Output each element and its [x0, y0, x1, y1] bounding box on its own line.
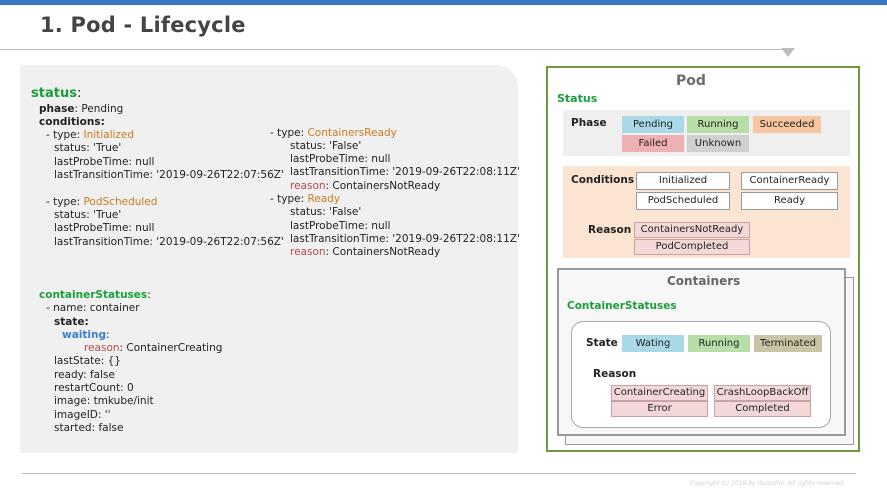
title-notch	[781, 48, 795, 57]
creason-crashloopbackoff: CrashLoopBackOff	[714, 385, 811, 401]
condition-initialized: Initialized	[636, 172, 730, 190]
condition-ready: Ready	[741, 192, 838, 210]
state-label: State	[586, 337, 618, 349]
yaml-cs-waiting: waiting:	[62, 329, 110, 341]
yaml-cs-laststate: lastState: {}	[54, 355, 121, 367]
yaml-status-key: status:	[31, 86, 82, 101]
yaml-cs-state: state:	[54, 316, 89, 328]
condition-podscheduled: PodScheduled	[636, 192, 730, 210]
yaml-cond3-reason: reason: ContainersNotReady	[290, 180, 441, 192]
yaml-cond4-transition: lastTransitionTime: '2019-09-26T22:08:11…	[290, 233, 520, 245]
yaml-container-statuses-key: containerStatuses:	[39, 289, 151, 301]
yaml-cs-restart: restartCount: 0	[54, 382, 134, 394]
yaml-cond3-probe: lastProbeTime: null	[290, 153, 391, 165]
yaml-cs-started: started: false	[54, 422, 124, 434]
top-accent-bar	[0, 0, 887, 5]
creason-completed: Completed	[714, 401, 811, 417]
bottom-divider	[22, 473, 856, 474]
condition-containerready: ContainerReady	[741, 172, 838, 190]
yaml-cond4-probe: lastProbeTime: null	[290, 220, 391, 232]
yaml-cs-ready: ready: false	[54, 369, 115, 381]
yaml-code-panel	[20, 65, 518, 453]
pod-title: Pod	[676, 73, 706, 89]
yaml-cs-image: image: tmkube/init	[54, 395, 154, 407]
container-reason-label: Reason	[593, 368, 637, 380]
yaml-conditions-key: conditions:	[39, 116, 105, 128]
yaml-cond4-reason: reason: ContainersNotReady	[290, 246, 441, 258]
phase-running: Running	[687, 116, 749, 133]
containers-title: Containers	[667, 274, 741, 288]
state-running: Running	[688, 335, 750, 352]
yaml-cond1-probe: lastProbeTime: null	[54, 156, 155, 168]
yaml-cond1-status: status: 'True'	[54, 142, 122, 154]
phase-unknown: Unknown	[687, 135, 749, 152]
container-statuses-label: ContainerStatuses	[567, 300, 677, 312]
reason-podcompleted: PodCompleted	[634, 239, 750, 255]
state-waiting: Wating	[622, 335, 684, 352]
title-divider	[0, 49, 785, 50]
conditions-label: Conditions	[571, 174, 635, 186]
yaml-cond1-transition: lastTransitionTime: '2019-09-26T22:07:56…	[54, 169, 284, 181]
yaml-cond-initialized-type: - type: Initialized	[46, 129, 135, 141]
yaml-cs-name: - name: container	[46, 302, 140, 314]
yaml-cond2-transition: lastTransitionTime: '2019-09-26T22:07:56…	[54, 236, 284, 248]
copyright-text: Copyright (c) 2019 by Ilsunchoi. All rig…	[690, 480, 845, 487]
yaml-cond-ready-type: - type: Ready	[270, 193, 341, 205]
yaml-cs-reason: reason: ContainerCreating	[84, 342, 223, 354]
phase-label: Phase	[571, 117, 607, 129]
state-terminated: Terminated	[754, 335, 822, 352]
status-label: Status	[557, 92, 598, 105]
yaml-cond-containersready-type: - type: ContainersReady	[270, 127, 397, 139]
conditions-reason-label: Reason	[588, 224, 632, 236]
yaml-cond2-status: status: 'True'	[54, 209, 122, 221]
yaml-cond4-status: status: 'False'	[290, 206, 362, 218]
phase-failed: Failed	[622, 135, 684, 152]
phase-pending: Pending	[622, 116, 684, 133]
yaml-cond2-probe: lastProbeTime: null	[54, 222, 155, 234]
yaml-phase: phase: Pending	[39, 103, 124, 115]
reason-containersnotready: ContainersNotReady	[634, 222, 750, 238]
yaml-cond-podscheduled-type: - type: PodScheduled	[46, 196, 158, 208]
phase-succeeded: Succeeded	[753, 116, 821, 133]
creason-containercreating: ContainerCreating	[611, 385, 708, 401]
yaml-cond3-status: status: 'False'	[290, 140, 362, 152]
yaml-cond3-transition: lastTransitionTime: '2019-09-26T22:08:11…	[290, 166, 520, 178]
creason-error: Error	[611, 401, 708, 417]
page-title: 1. Pod - Lifecycle	[40, 13, 246, 37]
yaml-cs-imageid: imageID: ''	[54, 409, 111, 421]
